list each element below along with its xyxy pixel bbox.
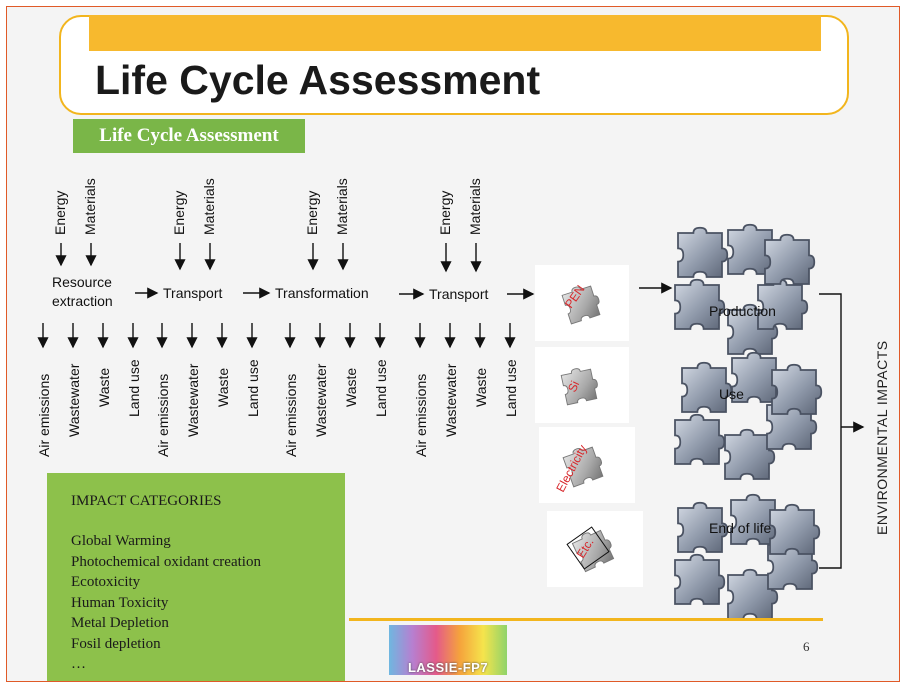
- footer-divider: [349, 618, 823, 621]
- output-wastewater-4: Wastewater: [443, 363, 459, 437]
- page-number: 6: [803, 639, 810, 654]
- materials-label-1: Materials: [82, 178, 98, 235]
- end-of-life-puzzle: [674, 493, 821, 620]
- output-waste-3: Waste: [343, 368, 359, 407]
- energy-label-2: Energy: [171, 191, 187, 235]
- energy-label-3: Energy: [304, 191, 320, 235]
- component-pen: PEN: [535, 265, 629, 341]
- output-arrows: [37, 323, 516, 349]
- production-puzzle: [674, 223, 816, 355]
- component-electricity: Electricity: [539, 427, 635, 503]
- output-wastewater-2: Wastewater: [185, 363, 201, 437]
- impacts-bracket: [819, 293, 842, 569]
- subtitle-banner: Life Cycle Assessment: [73, 119, 305, 153]
- output-land-1: Land use: [126, 359, 142, 417]
- impact-item: Metal Depletion: [71, 615, 169, 631]
- lassie-logo: LASSIE-FP7: [389, 625, 507, 675]
- impact-item: Photochemical oxidant creation: [71, 553, 261, 570]
- output-air-2: Air emissions: [155, 374, 171, 457]
- output-air-3: Air emissions: [283, 374, 299, 457]
- impact-categories-box: IMPACT CATEGORIES Global Warming Photoch…: [47, 473, 345, 681]
- stage-arrows: [135, 282, 673, 300]
- output-waste-2: Waste: [215, 368, 231, 407]
- output-wastewater-3: Wastewater: [313, 363, 329, 437]
- output-wastewater-1: Wastewater: [66, 363, 82, 437]
- energy-label-1: Energy: [52, 191, 68, 235]
- energy-label-4: Energy: [437, 191, 453, 235]
- component-etc: Etc.: [547, 511, 643, 587]
- lca-diagram: Energy Materials Energy Materials Energy…: [36, 178, 890, 620]
- materials-label-2: Materials: [201, 178, 217, 235]
- impact-categories-list: Global Warming Photochemical oxidant cre…: [71, 531, 261, 675]
- phase-use-label: Use: [719, 386, 744, 402]
- environmental-impacts-label: ENVIRONMENTAL IMPACTS: [874, 340, 890, 535]
- output-waste-4: Waste: [473, 368, 489, 407]
- stage-resource-line2: extraction: [52, 293, 113, 309]
- impact-item: Ecotoxicity: [71, 574, 141, 590]
- component-si: Si: [535, 347, 629, 423]
- stage-transformation: Transformation: [275, 285, 369, 301]
- stage-transport-1: Transport: [163, 285, 223, 301]
- logo-text: LASSIE-FP7: [407, 660, 489, 675]
- slide: Life Cycle Assessment Life Cycle Assessm…: [6, 6, 900, 682]
- materials-label-4: Materials: [467, 178, 483, 235]
- impact-item: …: [71, 656, 86, 672]
- output-land-4: Land use: [503, 359, 519, 417]
- output-waste-1: Waste: [96, 368, 112, 407]
- phase-production-label: Production: [709, 303, 776, 319]
- output-land-3: Land use: [373, 359, 389, 417]
- page-title: Life Cycle Assessment: [95, 57, 541, 103]
- materials-label-3: Materials: [334, 178, 350, 235]
- stage-transport-2: Transport: [429, 286, 489, 302]
- impact-item: Human Toxicity: [71, 594, 169, 611]
- use-puzzle: [674, 351, 823, 480]
- output-air-4: Air emissions: [413, 374, 429, 457]
- impact-categories-heading: IMPACT CATEGORIES: [71, 493, 222, 509]
- stage-resource-line1: Resource: [52, 274, 112, 290]
- title-accent-bar: [89, 15, 821, 51]
- input-arrows: [55, 243, 482, 273]
- impact-item: Global Warming: [71, 533, 171, 549]
- output-land-2: Land use: [245, 359, 261, 417]
- phase-end-of-life-label: End of life: [709, 520, 771, 536]
- output-air-1: Air emissions: [36, 374, 52, 457]
- impact-item: Fosil depletion: [71, 635, 161, 652]
